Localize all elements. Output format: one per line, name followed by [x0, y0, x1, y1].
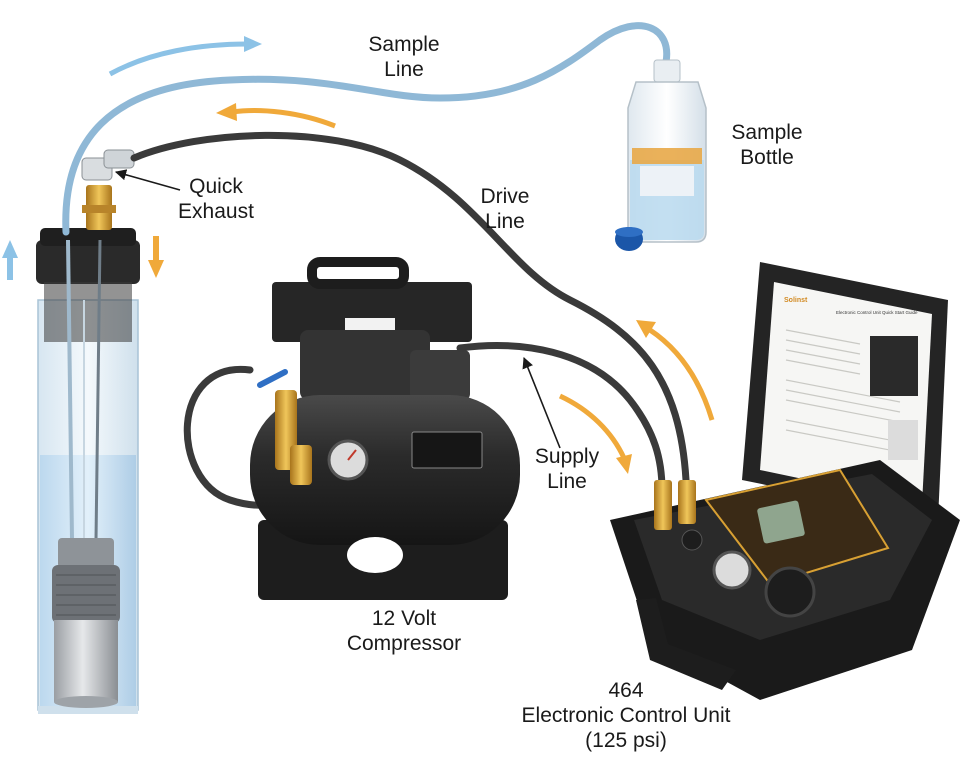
well-cap: [36, 228, 140, 342]
flow-arrow-icon: [558, 393, 632, 474]
leader-arrow-icon: [522, 356, 561, 449]
label-sample-bottle: Sample Bottle: [731, 121, 803, 169]
label-compressor: 12 Volt Compressor: [346, 607, 462, 655]
bladder-pump: [52, 538, 120, 708]
flow-arrow-icon: [2, 240, 18, 280]
guide-brand: Solinst: [784, 297, 808, 304]
bottle-cap: [615, 227, 643, 251]
control-unit: [610, 262, 960, 700]
quick-start-guide: Solinst Electronic Control Unit Quick St…: [784, 297, 918, 460]
compressor: [250, 257, 520, 600]
flow-arrow-icon: [216, 103, 336, 129]
guide-title: Electronic Control Unit Quick Start Guid…: [836, 310, 918, 315]
label-control-unit: 464 Electronic Control Unit (125 psi): [521, 679, 731, 752]
label-sample-line: Sample Line: [368, 33, 440, 81]
supply-line-hose: [456, 342, 666, 494]
sample-bottle: [627, 59, 707, 243]
quick-exhaust-fitting: [81, 149, 135, 230]
label-quick-exhaust: Quick Exhaust: [178, 175, 254, 223]
label-drive-line: Drive Line: [480, 185, 530, 233]
flow-arrow-icon: [108, 36, 262, 77]
sample-line-tube: [62, 22, 671, 236]
leader-arrow-icon: [114, 169, 181, 191]
drive-line-hose: [130, 131, 690, 484]
flow-arrow-icon: [636, 320, 715, 421]
flow-arrow-icon: [148, 236, 164, 278]
pump-tubing: [66, 239, 102, 541]
label-supply-line: Supply Line: [534, 445, 600, 493]
